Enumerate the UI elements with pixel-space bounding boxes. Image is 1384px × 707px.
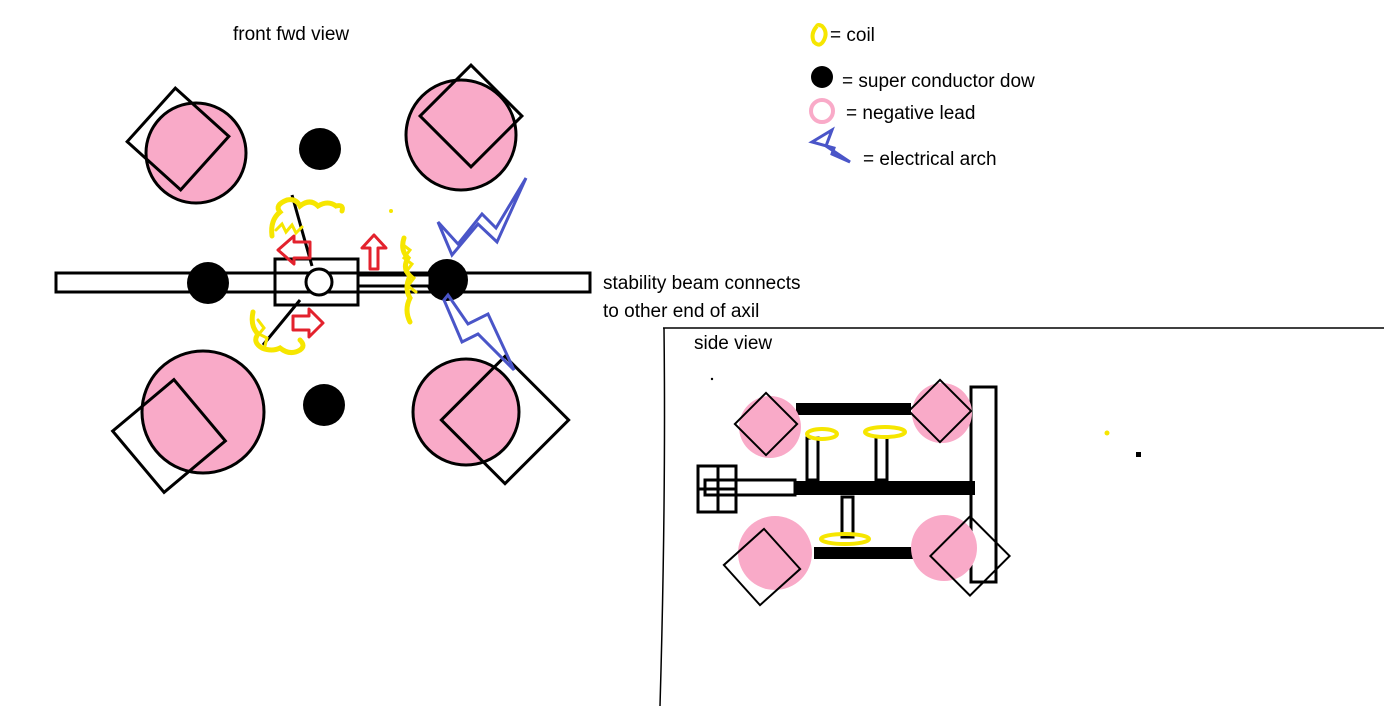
negative-lead-top-left — [125, 86, 248, 205]
electrical-arch-bottom — [442, 292, 516, 372]
electrical-arch-top — [436, 177, 528, 258]
legend-lead-label: = negative lead — [846, 103, 975, 124]
side-view-assembly — [696, 377, 1141, 607]
superconductor-dot-right — [426, 259, 468, 301]
arrow-left — [276, 234, 312, 266]
superconductor-dot-bottom — [303, 384, 345, 426]
superconductor-dot-icon — [811, 66, 833, 88]
coil-icon — [810, 23, 828, 47]
legend-arch-label: = electrical arch — [863, 149, 997, 170]
side-view-frame — [659, 327, 1384, 707]
negative-lead-bottom-left — [110, 349, 266, 495]
arrow-up-right — [360, 233, 388, 271]
front-view-title: front fwd view — [233, 24, 349, 45]
superconductor-dot-top — [299, 128, 341, 170]
negative-lead-bottom-right — [411, 354, 571, 486]
beam-note-line2: to other end of axil — [603, 301, 759, 322]
electrical-arch-icon — [808, 126, 851, 164]
side-view-title: side view — [694, 333, 772, 354]
beam-note-line1: stability beam connects — [603, 273, 801, 294]
negative-lead-icon — [809, 98, 835, 124]
negative-lead-top-right — [404, 62, 525, 192]
legend-dot-label: = super conductor dow — [842, 71, 1035, 92]
legend: = coil = super conductor dow = negative … — [808, 23, 1035, 170]
arrow-right — [291, 307, 325, 339]
legend-coil-label: = coil — [830, 25, 875, 46]
superconductor-dot-left — [187, 262, 229, 304]
coil-front — [249, 197, 418, 356]
